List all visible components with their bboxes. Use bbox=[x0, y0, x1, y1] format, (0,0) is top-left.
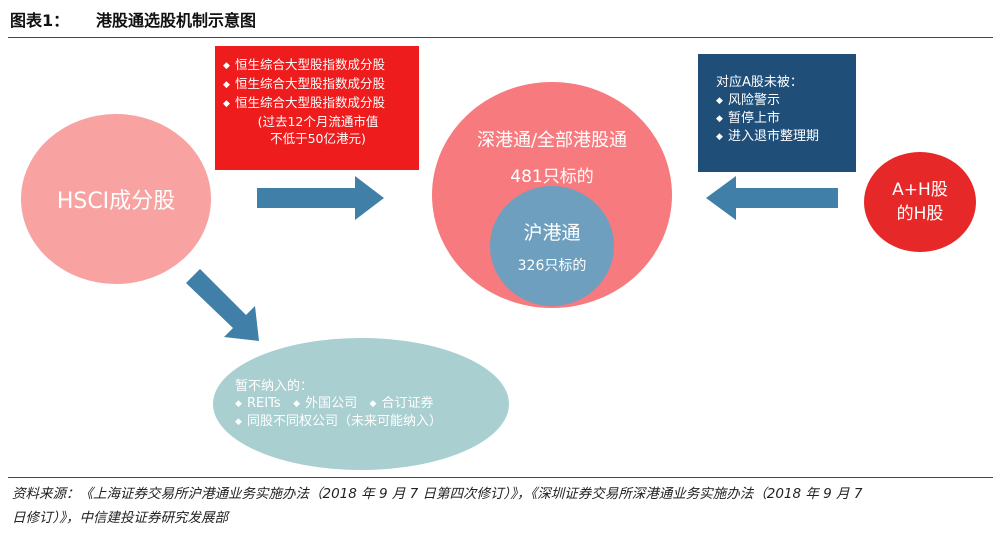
footer-rule bbox=[8, 477, 993, 478]
figure-number: 图表1： bbox=[10, 11, 70, 30]
inner-circle-count: 326只标的 bbox=[517, 257, 587, 274]
figure-title: 港股通选股机制示意图 bbox=[96, 11, 257, 30]
figure-header: 图表1： 港股通选股机制示意图 bbox=[10, 6, 256, 32]
criteria-item: ◆恒生综合大型股指数成分股 bbox=[223, 56, 413, 75]
a-share-conditions-box: 对应A股未被： ◆风险警示 ◆暂停上市 ◆进入退市整理期 bbox=[698, 54, 856, 172]
inner-circle-title: 沪港通 bbox=[523, 221, 581, 244]
diamond-bullet-icon: ◆ bbox=[369, 398, 377, 409]
excluded-circle: 暂不纳入的： ◆REITs ◆外国公司 ◆合订证券 ◆同股不同权公司（未来可能纳… bbox=[213, 338, 509, 470]
criteria-note-line1: (过去12个月流通市值 bbox=[257, 114, 379, 129]
header-rule bbox=[8, 37, 993, 38]
a-share-title: 对应A股未被： bbox=[716, 75, 803, 90]
ah-line1: A+H股 bbox=[892, 180, 948, 200]
diamond-bullet-icon: ◆ bbox=[223, 80, 230, 90]
excluded-row2: ◆同股不同权公司（未来可能纳入） bbox=[235, 413, 443, 429]
arrow-to-excluded-icon bbox=[186, 269, 259, 341]
diamond-bullet-icon: ◆ bbox=[716, 132, 723, 142]
excluded-title: 暂不纳入的： bbox=[235, 378, 314, 394]
diamond-bullet-icon: ◆ bbox=[223, 61, 230, 71]
a-share-item: ◆风险警示 bbox=[716, 93, 781, 108]
excluded-row1: ◆REITs ◆外国公司 ◆合订证券 bbox=[235, 395, 434, 411]
hsci-constituents-circle: HSCI成分股 bbox=[21, 114, 211, 284]
source-line2: 日修订）》，中信建投证券研究发展部 bbox=[12, 510, 228, 526]
criteria-box: ◆恒生综合大型股指数成分股 ◆恒生综合大型股指数成分股 ◆恒生综合大型股指数成分… bbox=[215, 46, 419, 170]
ah-shares-circle: A+H股 的H股 bbox=[864, 152, 976, 252]
a-share-item: ◆暂停上市 bbox=[716, 111, 781, 126]
a-share-item: ◆进入退市整理期 bbox=[716, 129, 820, 144]
criteria-note-line2: 不低于50亿港元) bbox=[270, 131, 366, 146]
diamond-bullet-icon: ◆ bbox=[235, 416, 242, 427]
criteria-item: ◆恒生综合大型股指数成分股 bbox=[223, 94, 413, 113]
diamond-bullet-icon: ◆ bbox=[716, 96, 723, 106]
arrow-to-stock-connect-icon bbox=[257, 176, 384, 220]
diamond-bullet-icon: ◆ bbox=[223, 99, 230, 109]
source-note: 资料来源：《上海证券交易所沪港通业务实施办法（2018 年 9 月 7 日第四次… bbox=[12, 482, 997, 530]
arrow-from-ah-icon bbox=[706, 176, 838, 220]
criteria-item: ◆恒生综合大型股指数成分股 bbox=[223, 75, 413, 94]
source-line1: 资料来源：《上海证券交易所沪港通业务实施办法（2018 年 9 月 7 日第四次… bbox=[12, 486, 863, 502]
diamond-bullet-icon: ◆ bbox=[235, 398, 242, 409]
diamond-bullet-icon: ◆ bbox=[293, 398, 300, 409]
diamond-bullet-icon: ◆ bbox=[716, 114, 723, 124]
big-circle-title: 深港通/全部港股通 bbox=[476, 130, 628, 151]
big-circle-count: 481只标的 bbox=[510, 167, 594, 187]
hsci-label: HSCI成分股 bbox=[56, 189, 176, 214]
ah-line2: 的H股 bbox=[896, 204, 944, 224]
shanghai-connect-circle: 沪港通 326只标的 bbox=[490, 186, 614, 306]
